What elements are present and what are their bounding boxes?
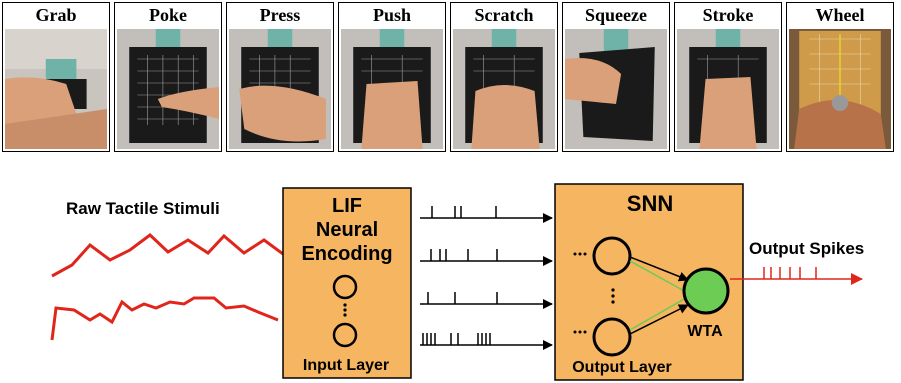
- panel-label: Squeeze: [585, 5, 647, 25]
- output-spikes-label: Output Spikes: [749, 239, 864, 258]
- input-neuron-top: [332, 274, 358, 300]
- gesture-photo-strip: Grab Poke: [2, 2, 899, 152]
- photo-stroke: [677, 29, 779, 149]
- raw-stimuli-label: Raw Tactile Stimuli: [66, 199, 220, 218]
- photo-push: [341, 29, 443, 149]
- input-ellipsis-top: [573, 252, 587, 256]
- panel-grab: Grab: [2, 2, 110, 152]
- ellipsis-dot: [611, 294, 615, 298]
- panel-wheel: Wheel: [786, 2, 894, 152]
- panel-stroke: Stroke: [674, 2, 782, 152]
- wta-label: WTA: [687, 323, 723, 340]
- input-neuron-bottom: [332, 322, 358, 348]
- output-neuron-bottom: [592, 317, 632, 357]
- wta-neuron: [682, 267, 730, 315]
- output-layer-label: Output Layer: [572, 359, 672, 376]
- connection-bottom-inhibitory: [629, 297, 687, 331]
- panel-label: Stroke: [702, 5, 754, 25]
- photo-poke: [117, 29, 219, 149]
- panel-label: Push: [372, 5, 412, 25]
- lif-title-line-2: Neural: [316, 219, 378, 241]
- ellipsis-dot: [611, 300, 615, 304]
- output-neuron-top: [592, 236, 632, 276]
- photo-press: [229, 29, 331, 149]
- photo-scratch: [453, 29, 555, 149]
- panel-label: Press: [259, 5, 301, 25]
- output-spikes: [763, 267, 817, 279]
- raw-signal-1: [51, 233, 284, 278]
- panel-label: Poke: [149, 5, 187, 25]
- panel-squeeze: Squeeze: [562, 2, 670, 152]
- input-layer-label: Input Layer: [303, 357, 389, 374]
- panel-press: Press: [226, 2, 334, 152]
- panel-label: Grab: [35, 5, 77, 25]
- lif-title-line-1: LIF: [332, 195, 362, 217]
- raw-signal-2: [50, 296, 279, 341]
- photo-wheel: [789, 29, 891, 149]
- ellipsis-dot: [343, 313, 347, 317]
- spike-trains: [420, 206, 553, 350]
- connection-top-excitatory: [629, 256, 689, 282]
- ellipsis-dot: [343, 308, 347, 312]
- photo-grab: [5, 29, 107, 149]
- lif-title-line-3: Encoding: [301, 243, 392, 265]
- panel-scratch: Scratch: [450, 2, 558, 152]
- connection-bottom-excitatory: [629, 304, 689, 335]
- photo-squeeze: [565, 29, 667, 149]
- connection-top-inhibitory: [629, 260, 687, 293]
- snn-title: SNN: [627, 191, 673, 216]
- input-ellipsis-bottom: [573, 330, 587, 334]
- panel-label: Wheel: [815, 5, 865, 25]
- ellipsis-dot: [343, 303, 347, 307]
- panel-push: Push: [338, 2, 446, 152]
- panel-label: Scratch: [474, 5, 534, 25]
- ellipsis-dot: [611, 288, 615, 292]
- panel-poke: Poke: [114, 2, 222, 152]
- encoding-diagram: Raw Tactile Stimuli LIF Neural Encoding …: [50, 183, 864, 381]
